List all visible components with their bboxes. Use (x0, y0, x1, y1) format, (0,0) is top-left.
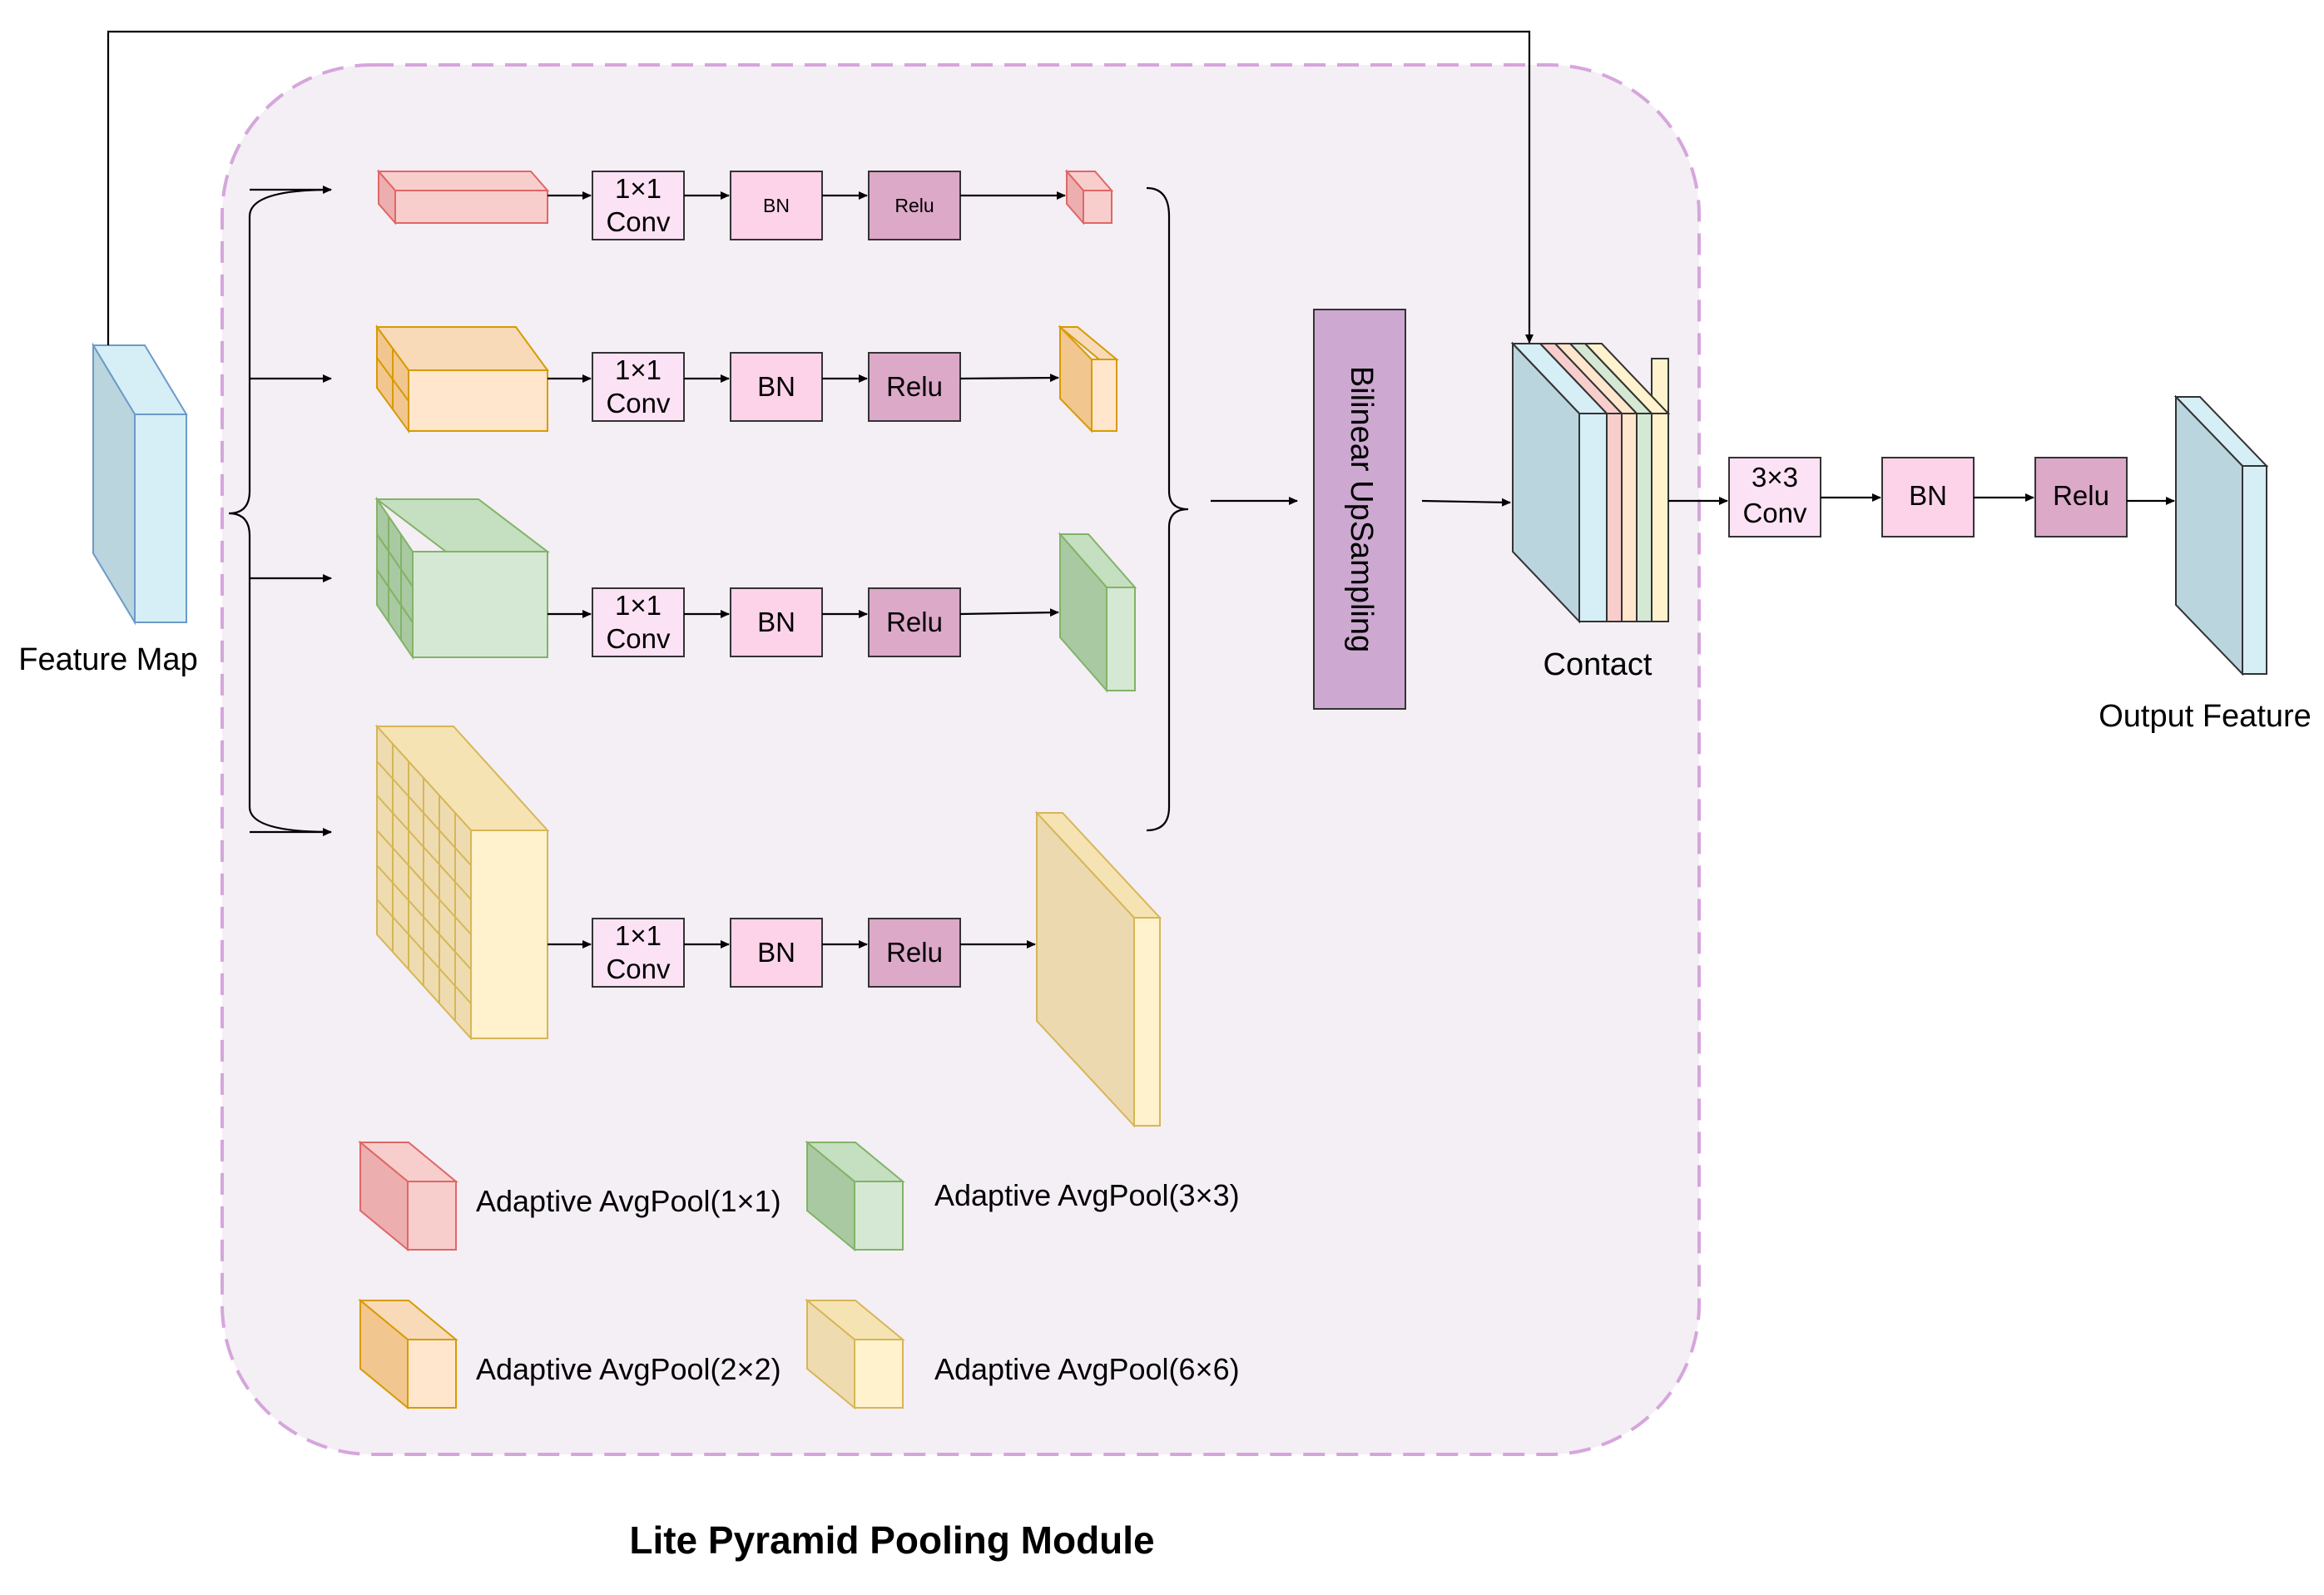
b4-bn-label: BN (757, 937, 795, 968)
b1-relu-label: Relu (894, 195, 934, 216)
b4-conv-box (592, 918, 685, 988)
head-conv-label-2: Conv (1742, 498, 1807, 528)
legend-label-1x1: Adaptive AvgPool(1×1) (476, 1184, 781, 1218)
b2-bn-box (730, 352, 823, 422)
legend-item-1x1 (358, 1140, 458, 1252)
b3-bn-label: BN (757, 607, 795, 637)
b1-conv-label-1: 1×1 (615, 173, 662, 204)
legend-label-6x6: Adaptive AvgPool(6×6) (934, 1352, 1240, 1386)
to-concat-arrow (1421, 498, 1511, 507)
b1-bn-box (730, 171, 823, 240)
pool-6x6-cube (374, 724, 550, 1041)
b4-conv-label-2: Conv (606, 954, 671, 984)
upsample-label: Bilinear UpSampling (1344, 366, 1379, 652)
left-brace (228, 188, 332, 834)
legend-item-2x2 (358, 1298, 458, 1410)
head-conv-box (1728, 457, 1821, 537)
b1-conv-label-2: Conv (606, 206, 671, 237)
output-feature-block (2173, 394, 2269, 676)
b2-conv-label-2: Conv (606, 388, 671, 419)
b3-bn-box (730, 587, 823, 657)
b2-relu-label: Relu (886, 371, 943, 402)
b3-conv-box (592, 587, 685, 657)
pool-1x1-cube (376, 169, 550, 225)
legend-item-3x3 (805, 1140, 905, 1252)
legend-label-3x3: Adaptive AvgPool(3×3) (934, 1178, 1240, 1212)
output-feature-label: Output Feature (2099, 699, 2312, 734)
feature-map-label: Feature Map (18, 642, 197, 677)
b2-bn-label: BN (757, 371, 795, 402)
b4-conv-label-1: 1×1 (615, 920, 662, 951)
b3-output-cube (1058, 532, 1137, 693)
head-bn-box (1881, 457, 1975, 537)
concat-label: Contact (1544, 647, 1653, 682)
head-relu-label: Relu (2053, 480, 2109, 511)
head-conv-label-1: 3×3 (1752, 462, 1798, 493)
feature-map-block (92, 342, 188, 626)
upsample-box (1313, 309, 1406, 710)
right-brace (1146, 186, 1189, 832)
b2-arrow-4 (959, 374, 1059, 383)
b4-bn-box (730, 918, 823, 988)
b3-conv-label-2: Conv (606, 623, 671, 654)
b3-arrow-4 (959, 608, 1059, 617)
head-bn-label: BN (1909, 480, 1947, 511)
legend-item-6x6 (805, 1298, 905, 1410)
pool-3x3-cube (374, 496, 550, 661)
pool-2x2-cube (375, 324, 549, 434)
b2-conv-label-1: 1×1 (615, 354, 662, 385)
b4-output-cube (1034, 810, 1162, 1128)
b3-relu-box (868, 587, 961, 657)
b3-conv-label-1: 1×1 (615, 590, 662, 621)
b4-relu-box (868, 918, 961, 988)
b1-output-cube (1064, 169, 1114, 225)
b2-output-cube (1058, 324, 1119, 433)
b2-conv-box (592, 352, 685, 422)
skip-connection-arrow (107, 30, 1534, 345)
b1-conv-box (592, 171, 685, 240)
concat-stack (1510, 341, 1671, 624)
legend-label-2x2: Adaptive AvgPool(2×2) (476, 1352, 781, 1386)
b1-bn-label: BN (763, 195, 790, 216)
b3-relu-label: Relu (886, 607, 943, 637)
diagram-title: Lite Pyramid Pooling Module (629, 1518, 1154, 1562)
b4-relu-label: Relu (886, 937, 943, 968)
b1-relu-box (868, 171, 961, 240)
head-relu-box (2034, 457, 2128, 537)
b2-relu-box (868, 352, 961, 422)
